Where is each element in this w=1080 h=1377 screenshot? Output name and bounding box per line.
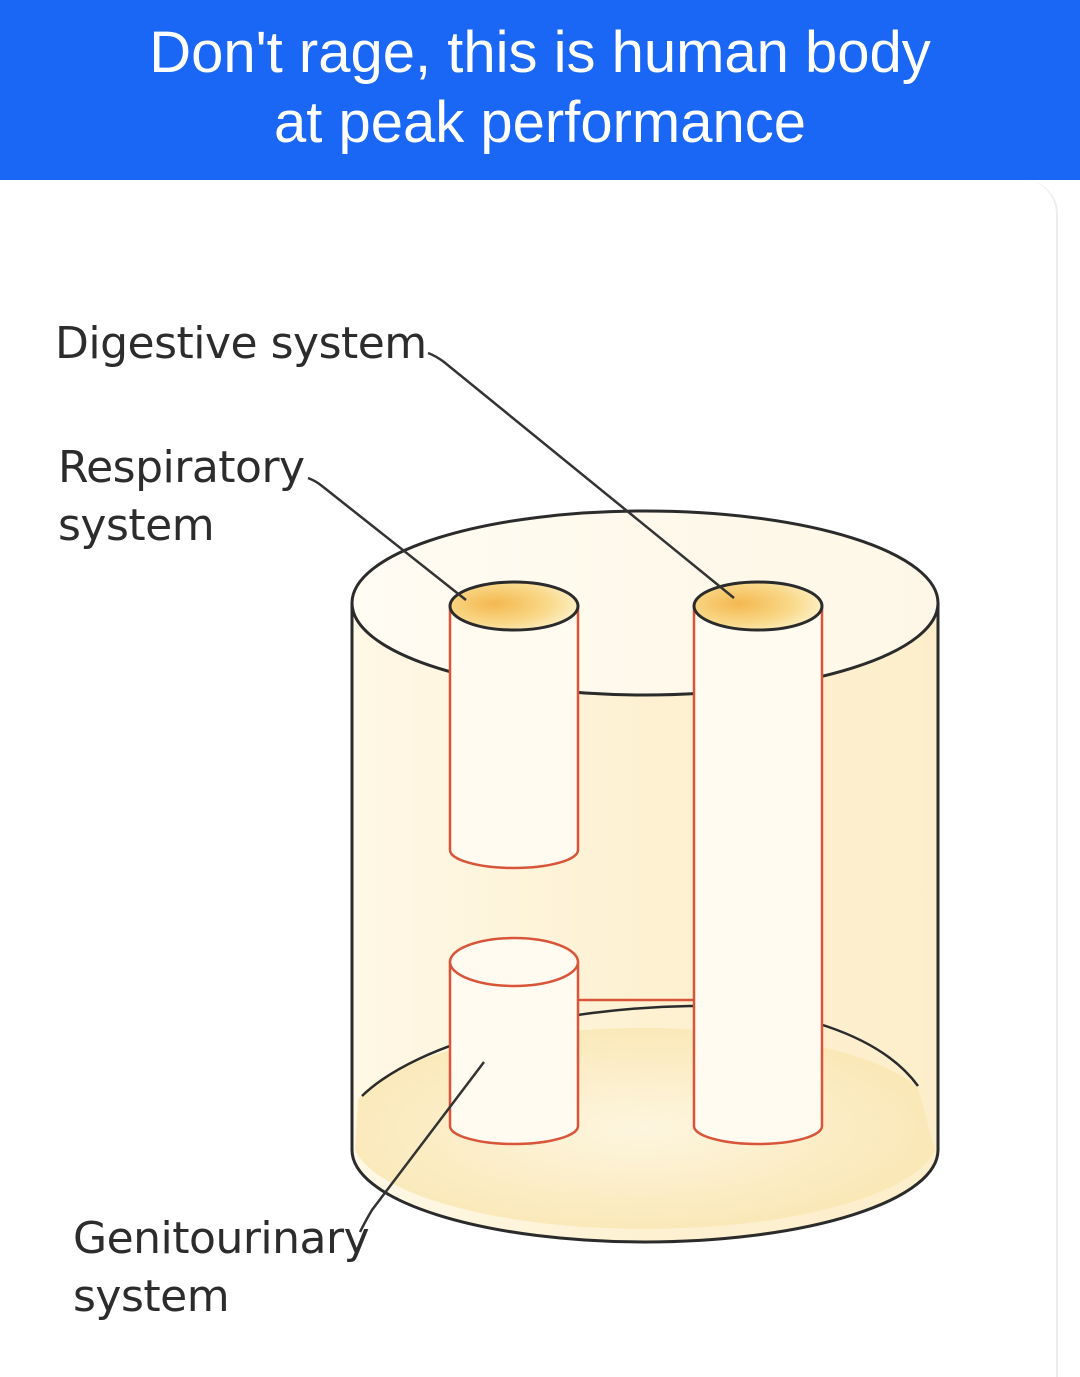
respiratory-system-label-line-2: system [58, 500, 215, 551]
genitourinary-system-label-line-1: Genitourinary [73, 1213, 370, 1264]
caption-line-1: Don't rage, this is human body [149, 20, 931, 85]
meme-caption-header: Don't rage, this is human body at peak p… [0, 0, 1080, 180]
digestive-system-label: Digestive system [55, 318, 427, 369]
genitourinary-system-label-line-2: system [73, 1271, 230, 1322]
caption-line-2: at peak performance [274, 90, 806, 155]
respiratory-system-label-line-1: Respiratory [58, 442, 305, 493]
